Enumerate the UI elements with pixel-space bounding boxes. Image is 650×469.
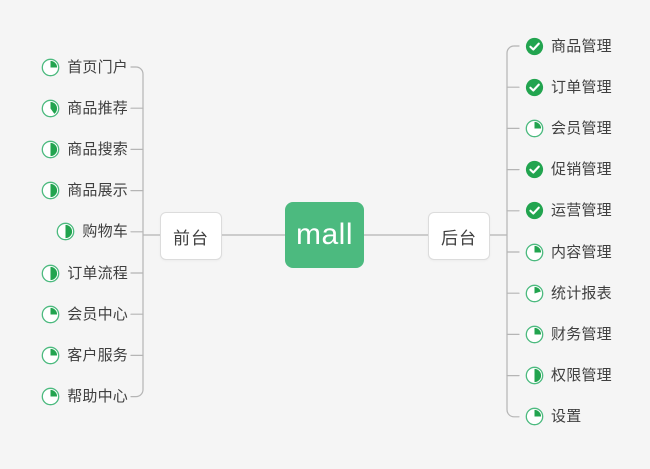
left-branch-item[interactable]: 帮助中心 [0,384,128,410]
node-backend[interactable]: 后台 [428,212,490,260]
pie-progress-icon [41,140,60,159]
right-branch-item-label: 统计报表 [551,284,612,302]
right-branch-item[interactable]: 促销管理 [525,157,612,183]
right-branch-item-label: 商品管理 [551,37,612,55]
left-branch-item[interactable]: 商品搜索 [0,136,128,162]
left-branch-item[interactable]: 商品推荐 [0,95,128,121]
left-branch-item-label: 订单流程 [67,264,128,282]
pie-progress-icon [41,181,60,200]
right-branch-item[interactable]: 统计报表 [525,280,612,306]
connector-path [130,66,144,398]
left-branch-item[interactable]: 订单流程 [0,260,128,286]
right-branch-item-label: 设置 [551,408,582,426]
left-branch-item-label: 商品搜索 [67,140,128,158]
left-branch-item[interactable]: 首页门户 [0,54,128,80]
node-root-mall[interactable]: mall [285,202,364,268]
right-branch-item-label: 会员管理 [551,119,612,137]
right-branch-item[interactable]: 运营管理 [525,198,612,224]
pie-progress-icon [41,346,60,365]
left-branch-item[interactable]: 客户服务 [0,342,128,368]
right-branch-item-label: 订单管理 [551,78,612,96]
right-branch-item[interactable]: 商品管理 [525,33,612,59]
connector-path [506,45,520,418]
node-frontend-label: 前台 [173,228,209,248]
check-circle-icon [525,78,544,97]
left-branch-item-label: 商品推荐 [67,99,128,117]
right-branch-item-label: 内容管理 [551,243,612,261]
pie-progress-icon [41,58,60,77]
right-branch-item-label: 促销管理 [551,161,612,179]
right-branch-item[interactable]: 订单管理 [525,74,612,100]
check-circle-icon [525,37,544,56]
left-branch-item-label: 帮助中心 [67,388,128,406]
pie-progress-icon [56,222,75,241]
right-branch-item[interactable]: 内容管理 [525,239,612,265]
left-branch-item[interactable]: 会员中心 [0,301,128,327]
left-branch-item-label: 会员中心 [67,305,128,323]
left-branch-item[interactable]: 商品展示 [0,178,128,204]
right-branch-item-label: 运营管理 [551,202,612,220]
check-circle-icon [525,201,544,220]
pie-progress-icon [41,387,60,406]
right-branch-item[interactable]: 会员管理 [525,115,612,141]
left-branch-item-label: 首页门户 [67,58,128,76]
pie-progress-icon [41,264,60,283]
left-branch-item-label: 购物车 [82,223,128,241]
left-branch-item[interactable]: 购物车 [0,219,128,245]
right-branch-item[interactable]: 财务管理 [525,321,612,347]
right-branch-item[interactable]: 设置 [525,404,581,430]
pie-progress-icon [525,407,544,426]
pie-progress-icon [525,325,544,344]
node-frontend[interactable]: 前台 [160,212,222,260]
check-circle-icon [525,160,544,179]
pie-progress-icon [525,366,544,385]
pie-progress-icon [525,284,544,303]
pie-progress-icon [525,243,544,262]
right-branch-item-label: 财务管理 [551,325,612,343]
left-branch-item-label: 客户服务 [67,346,128,364]
pie-progress-icon [41,305,60,324]
left-branch-item-label: 商品展示 [67,182,128,200]
pie-progress-icon [525,119,544,138]
node-root-label: mall [295,218,353,251]
node-backend-label: 后台 [441,228,477,248]
right-branch-item[interactable]: 权限管理 [525,363,612,389]
pie-progress-icon [41,99,60,118]
right-branch-item-label: 权限管理 [551,367,612,385]
